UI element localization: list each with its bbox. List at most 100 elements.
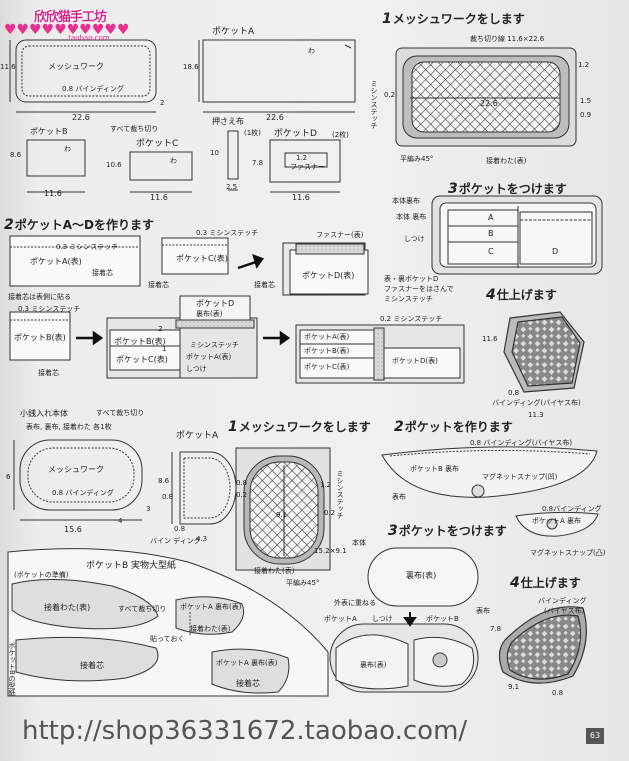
pocket-b-front-3: ポケットB(表): [304, 347, 350, 355]
b4-bias: (バイヤス布): [544, 607, 585, 615]
dim-11-6-finish: 11.6: [482, 335, 498, 343]
pocket-a-label: ポケットA: [212, 27, 255, 37]
dim-0-9: 0.9: [580, 111, 592, 119]
flat-knit: 平編み45°: [400, 155, 434, 163]
template-adhesive-core: 接着芯: [80, 661, 104, 670]
dim-7-8: 7.8: [252, 159, 264, 167]
coin-pocket-a: ポケットA: [176, 431, 219, 441]
binding-label: 0.8 バインディング: [62, 85, 124, 93]
template-title: ポケットB 実物大型紙: [86, 561, 177, 571]
pocket-d-label: ポケットD: [274, 129, 317, 139]
pocket-b-label: ポケットB: [30, 127, 68, 136]
dim-11-6b: 11.6: [44, 189, 62, 198]
mesh-label: メッシュワーク: [48, 62, 104, 71]
stitch-sewn: ミシンステッチ: [190, 341, 239, 349]
dim-18-6: 18.6: [183, 63, 199, 71]
binding-bias: バインディング(バイヤス布): [492, 399, 581, 407]
b4-dim-7-8: 7.8: [490, 625, 502, 633]
dim-1-2: 1.2: [296, 154, 308, 162]
b1-dim-1-2: 1.2: [320, 481, 332, 489]
coin-binding-2: バイン ディング: [150, 537, 201, 545]
template-paste: 貼っておく: [150, 635, 185, 643]
shop-watermark: http://shop36331672.taobao.com/: [22, 716, 468, 746]
coin-dim-8-6: 8.6: [158, 477, 170, 485]
b1-dim-0-2: 0.2: [236, 491, 248, 499]
logo-url: .taobao.com: [66, 34, 110, 42]
stitch-03b: 0.3 ミシンステッチ: [196, 229, 259, 237]
b2-binding-b: 0.8バインディング: [542, 505, 602, 513]
stitch-02: 0.2 ミシンステッチ: [380, 315, 443, 323]
wa-c: わ: [170, 157, 177, 165]
dim-11-6d: 11.6: [292, 193, 310, 202]
pocket-a-front: ポケットA(表): [30, 257, 82, 266]
template-side-note: ポケットBの型紙: [8, 642, 16, 696]
body-back-label: 本体裏布: [392, 197, 420, 205]
b2-outer: 表布: [392, 493, 406, 501]
pocket-c-front: ポケットC(表): [176, 254, 228, 263]
b4-dim-0-8: 0.8: [552, 689, 564, 697]
adhesive-core-2: 接着芯: [148, 281, 169, 289]
coin-all-cut: すべて裁ち切り: [96, 409, 145, 417]
adhesive-core: 接着芯: [92, 269, 113, 277]
dim-0-8-finish: 0.8: [508, 389, 520, 397]
adhesive-core-4: 接着芯: [38, 369, 59, 377]
template-adhesive: 接着わた(表): [44, 603, 91, 612]
wa-b: わ: [64, 145, 71, 153]
b1-dim-0-2b: 0.2: [324, 509, 336, 517]
note-line-2: ファスナーをはさんで: [384, 285, 454, 293]
dim-1-2-mesh: 1.2: [578, 61, 590, 69]
dim-10-6: 10.6: [106, 161, 122, 169]
dim-10: 10: [210, 149, 219, 157]
shitsuke-step2: しつけ: [186, 365, 207, 373]
pocket-c-front-3: ポケットC(表): [304, 363, 350, 371]
b3-back: 表布: [476, 607, 490, 615]
template-all-cut: すべて裁ち切り: [118, 605, 167, 613]
one-sheet: (1枚): [244, 129, 261, 137]
b3-body: 本体: [352, 539, 366, 547]
adhesive-cotton: 接着わた(表): [486, 157, 527, 165]
slot-b: B: [488, 229, 494, 238]
back-front: 裏布(表): [196, 310, 223, 318]
b2-pocket-b-back: ポケットB 裏布: [410, 465, 460, 473]
b3-back-front: 裏布(表): [406, 571, 437, 580]
b4-dim-9-1: 9.1: [508, 683, 520, 691]
body-back-label-2: 本体 裏布: [396, 213, 427, 221]
dim-0-2-mesh: 0.2: [384, 91, 396, 99]
coin-purse-title: 小銭入れ本体: [20, 409, 68, 418]
adhesive-core-3: 接着芯: [254, 281, 275, 289]
pocket-a-front-3: ポケットA(表): [304, 333, 350, 341]
template-pocket-a-back-2: ポケットA 裏布(表): [216, 659, 278, 667]
note-line-3: ミシンステッチ: [384, 295, 433, 303]
slot-a: A: [488, 213, 494, 222]
dim-11-6c: 11.6: [150, 193, 168, 202]
dim-2-5: 2.5: [226, 183, 238, 191]
top-step3-heading: 3ポケットをつけます: [448, 181, 567, 197]
coin-dim-0-8b: 0.8: [174, 525, 186, 533]
template-pocket-a-back: ポケットA 裏布(表): [180, 603, 242, 611]
bottom-step2-heading: 2ポケットを作ります: [394, 419, 513, 435]
two-sheets: (2枚): [332, 131, 349, 139]
press-cloth-label: 押さえ布: [212, 117, 244, 126]
fastener-front: ファスナー(表): [316, 231, 364, 239]
cutoff-line: 裁ち切り線 11.6×22.6: [470, 35, 545, 43]
coin-dim-3: 3: [146, 505, 151, 513]
heart-icon: ♥♥♥♥♥♥♥♥♥♥: [4, 22, 130, 38]
note-line-1: 表・裏ポケットD: [384, 275, 439, 283]
b3-shitsuke: しつけ: [372, 615, 393, 623]
dim-8-6: 8.6: [10, 151, 22, 159]
shop-logo: 欣欣猫手工坊 .taobao.com ♥♥♥♥♥♥♥♥♥♥: [4, 4, 204, 44]
coin-dim-4-3: 4.3: [196, 535, 208, 543]
pocket-b-front: ポケットB(表): [14, 333, 66, 342]
dim-11-3: 11.3: [528, 411, 544, 419]
b1-adhesive: 接着わた(表): [254, 567, 295, 575]
adhesive-note: 接着芯は表側に貼る: [8, 293, 71, 301]
dim-1-step2: 1: [162, 345, 167, 353]
fastener-label: ファスナー: [290, 163, 325, 171]
stitch-03c: 0.3 ミシンステッチ: [18, 305, 81, 313]
pocket-d-front-3: ポケットD(表): [392, 357, 438, 365]
wa-label: わ: [308, 47, 315, 55]
pocket-d-back: ポケットD: [196, 299, 235, 308]
slot-d: D: [552, 247, 559, 256]
b1-dim-9-1: 9.1: [276, 511, 288, 519]
b1-dim-0-8: 0.8: [236, 479, 248, 487]
